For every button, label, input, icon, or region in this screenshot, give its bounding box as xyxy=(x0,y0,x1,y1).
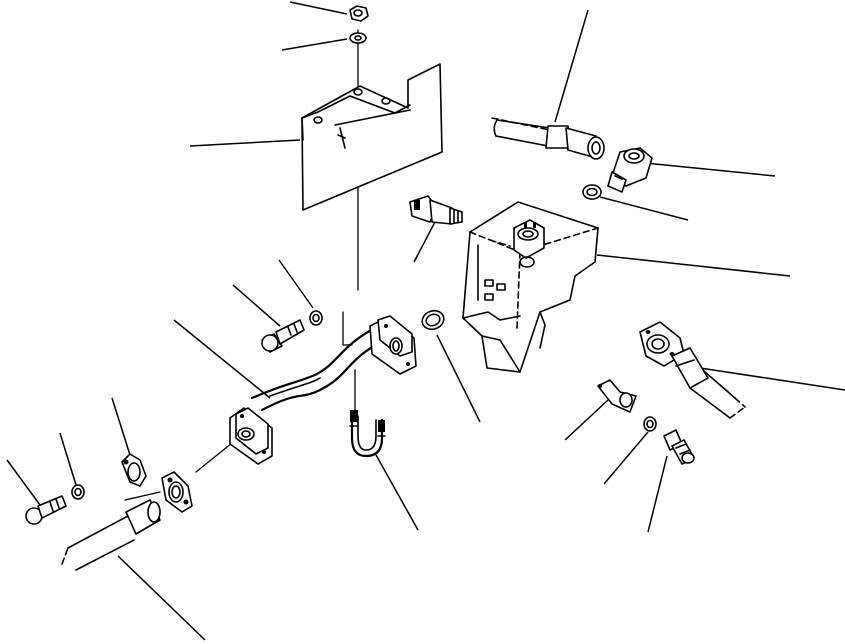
leader-o-ring-right xyxy=(599,196,689,221)
o-ring-icon xyxy=(421,309,445,331)
bolt-icon xyxy=(261,319,305,353)
leader-elbow xyxy=(644,162,776,177)
bolt-icon xyxy=(25,495,67,525)
split-flange-icon xyxy=(597,379,637,413)
leader-flange-hose xyxy=(699,367,845,391)
hose-icon xyxy=(491,117,605,160)
leader-washer-top xyxy=(281,38,348,51)
hose-icon xyxy=(61,499,161,571)
leader-plug xyxy=(413,221,436,263)
leader-u-bolt xyxy=(375,454,419,531)
axis-flange xyxy=(195,442,233,473)
bolt-icon xyxy=(663,429,695,465)
leader-washer-left-upper xyxy=(278,259,314,309)
washer-icon xyxy=(643,416,657,432)
leader-washer-right-lower xyxy=(603,431,649,485)
leader-bolt-right-lower xyxy=(647,455,668,533)
leader-bolt-left-lower xyxy=(6,459,41,506)
washer-icon xyxy=(309,310,323,326)
plug-icon xyxy=(409,195,463,225)
leader-bracket xyxy=(189,139,301,147)
u-bolt-icon xyxy=(349,410,386,458)
leader-bolt-left-upper xyxy=(232,284,281,327)
washer-icon xyxy=(71,484,85,500)
leader-hose-lower xyxy=(117,555,206,641)
axis-hose-lower xyxy=(124,491,161,501)
leader-hose-upper xyxy=(554,9,589,123)
o-ring-icon xyxy=(582,184,602,200)
axis-jog xyxy=(342,311,353,346)
split-flange-icon xyxy=(161,471,193,513)
leader-o-ring-middle xyxy=(436,334,481,423)
leader-tube xyxy=(173,319,271,399)
leader-lines xyxy=(6,1,845,641)
bracket-icon xyxy=(301,63,443,211)
leader-valve-block xyxy=(596,254,791,277)
leader-nut xyxy=(289,1,348,15)
washer-icon xyxy=(349,32,367,44)
leader-washer-left-lower xyxy=(59,432,77,486)
leader-split-flange-left xyxy=(111,397,131,456)
elbow-fitting-icon xyxy=(607,147,653,193)
pipe-icon xyxy=(229,315,417,465)
split-flange-icon xyxy=(121,453,147,487)
hex-nut-icon xyxy=(349,5,369,22)
valve-block-icon xyxy=(462,201,599,373)
leader-split-flange-right xyxy=(564,399,609,441)
flange-hose-icon xyxy=(639,321,746,419)
